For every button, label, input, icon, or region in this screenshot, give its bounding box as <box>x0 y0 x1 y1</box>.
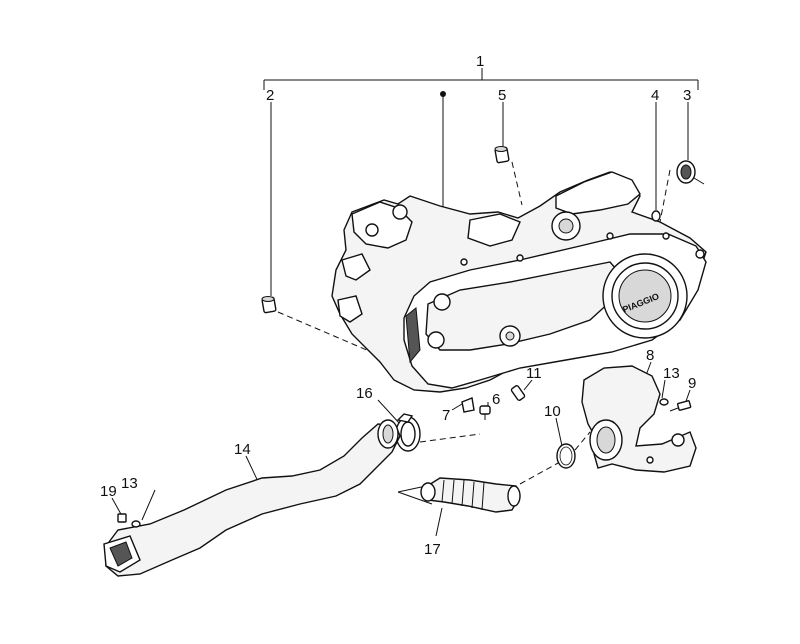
callout-5: 5 <box>498 87 506 104</box>
callout-14: 14 <box>234 441 251 458</box>
callout-17: 17 <box>424 541 441 558</box>
air-duct-14 <box>103 419 401 577</box>
clip-7 <box>461 397 475 413</box>
pin-11 <box>510 385 526 401</box>
bellows-hose-17 <box>420 477 521 513</box>
washer-13-right <box>659 398 669 406</box>
dowel-pin-5 <box>494 146 510 164</box>
clamp-band-16 <box>395 413 421 452</box>
callout-labels: 1 2 3 4 5 6 7 8 9 10 11 13 13 14 16 17 1… <box>100 53 696 558</box>
callout-13-right: 13 <box>663 365 680 382</box>
callout-16: 16 <box>356 385 373 402</box>
bearing-4 <box>651 210 661 222</box>
callout-19: 19 <box>100 483 117 500</box>
screw-9 <box>669 400 692 412</box>
callout-7: 7 <box>442 407 450 424</box>
screw-6 <box>479 405 491 420</box>
callout-8: 8 <box>646 347 654 364</box>
callout-6: 6 <box>492 391 500 408</box>
callout-11: 11 <box>526 365 542 382</box>
callout-1: 1 <box>476 53 484 70</box>
callout-2: 2 <box>266 87 274 104</box>
screw-19 <box>117 513 127 523</box>
assembly-bracket <box>263 68 699 90</box>
oil-seal-3 <box>676 160 705 185</box>
o-ring-10 <box>556 443 576 469</box>
callout-13-left: 13 <box>121 475 138 492</box>
callout-10: 10 <box>544 403 561 420</box>
callout-9: 9 <box>688 375 696 392</box>
callout-3: 3 <box>683 87 691 104</box>
callout-4: 4 <box>651 87 659 104</box>
dowel-pin-2 <box>261 296 277 314</box>
washer-13-left <box>131 520 141 528</box>
intake-housing-8 <box>581 365 697 473</box>
transmission-cover: PIAGGIO <box>403 232 707 389</box>
